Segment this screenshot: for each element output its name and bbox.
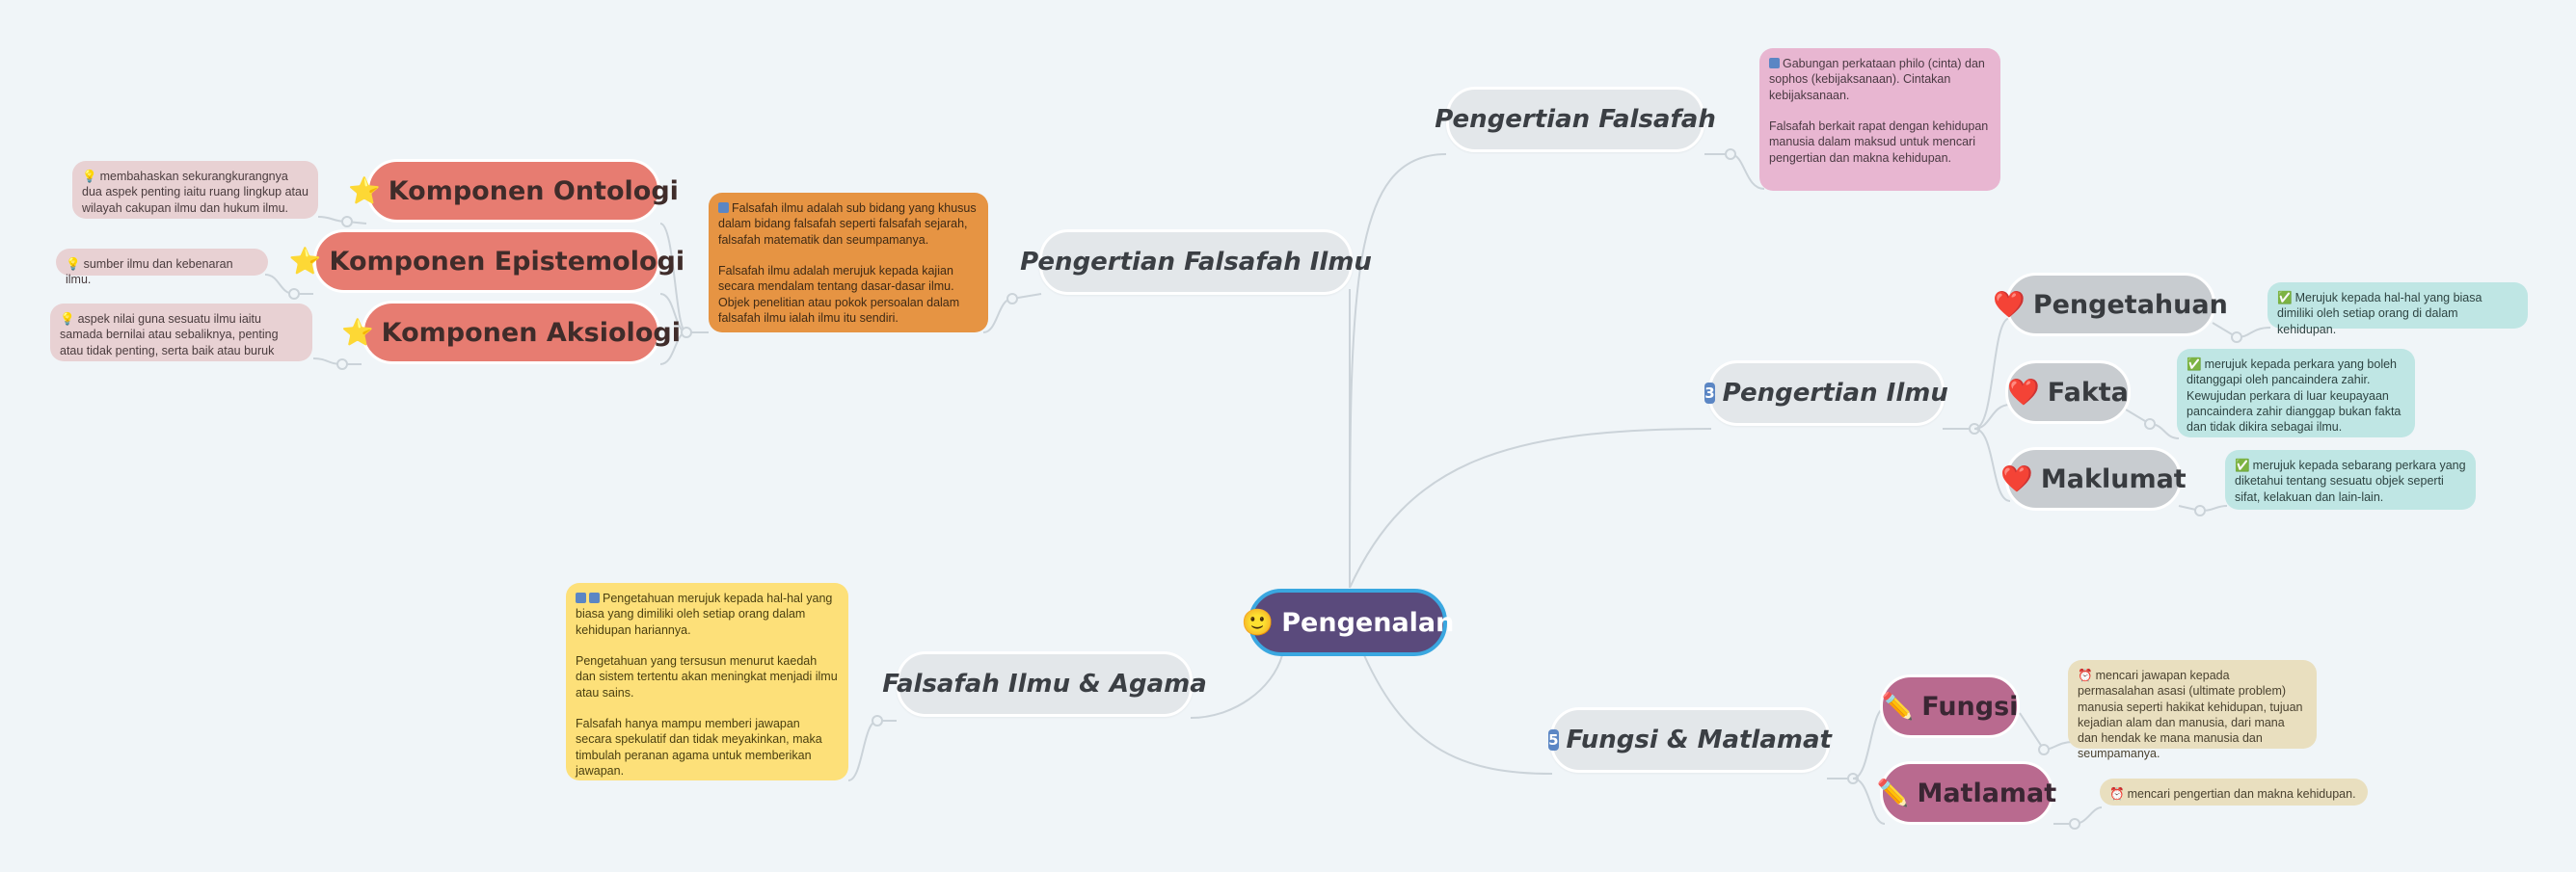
note-text: aspek nilai guna sesuatu ilmu iaitu sama… xyxy=(60,312,279,357)
note-agama[interactable]: Pengetahuan merujuk kepada hal-hal yang … xyxy=(566,583,848,780)
link-fungsi-item xyxy=(1852,707,1886,780)
ilmu-maklumat[interactable]: ❤️ Maklumat xyxy=(2000,447,2187,511)
branch-label: Falsafah Ilmu & Agama xyxy=(882,670,1207,699)
link-agama-note xyxy=(847,720,897,781)
arrow-right-icon xyxy=(589,593,600,603)
note-text: Gabungan perkataan philo (cinta) dan sop… xyxy=(1769,57,1989,165)
ilmu-pengetahuan[interactable]: ❤️ Pengetahuan xyxy=(1993,273,2228,336)
note-text: Falsafah ilmu adalah sub bidang yang khu… xyxy=(718,201,977,325)
link-agama xyxy=(1190,654,1283,719)
note-text: sumber ilmu dan kebenaran ilmu. xyxy=(66,257,233,287)
komponen-label: Komponen Epistemologi xyxy=(329,246,685,277)
branch-falsafah-ilmu-agama[interactable]: Falsafah Ilmu & Agama xyxy=(882,651,1207,717)
komponen-label: Komponen Ontologi xyxy=(388,175,679,206)
note-falsafah[interactable]: Gabungan perkataan philo (cinta) dan sop… xyxy=(1759,48,2000,191)
note-falsafah-ilmu[interactable]: Falsafah ilmu adalah sub bidang yang khu… xyxy=(709,193,988,332)
item-label: Fakta xyxy=(2047,377,2129,408)
note-text: mencari jawapan kepada permasalahan asas… xyxy=(2078,669,2303,761)
star-icon: ⭐ xyxy=(288,247,322,277)
info-icon xyxy=(1769,58,1780,68)
heart-icon: ❤️ xyxy=(2000,464,2033,494)
info-icon xyxy=(718,202,729,213)
link-ilmu xyxy=(1349,428,1712,589)
link-falsafah-note xyxy=(1704,153,1765,190)
branch-pengertian-falsafah[interactable]: Pengertian Falsafah xyxy=(1435,87,1716,152)
branch-pengertian-ilmu[interactable]: 3 Pengertian Ilmu xyxy=(1704,360,1948,426)
note-text: merujuk kepada perkara yang boleh ditang… xyxy=(2187,357,2402,434)
dot-falsafah xyxy=(1725,148,1736,160)
komponen-epistemologi[interactable]: ⭐ Komponen Epistemologi xyxy=(289,229,684,293)
heart-icon: ❤️ xyxy=(2007,378,2040,408)
check-icon: ✅ xyxy=(2277,291,2293,304)
dot-agama xyxy=(872,715,883,727)
link-falsafah xyxy=(1349,153,1447,589)
number-5-icon: 5 xyxy=(1548,729,1559,751)
komponen-label: Komponen Aksiologi xyxy=(381,317,681,348)
central-topic[interactable]: 🙂 Pengenalan xyxy=(1242,589,1454,656)
fm-matlamat[interactable]: ✏️ Matlamat xyxy=(1876,761,2057,825)
note-matlamat[interactable]: ⏰mencari pengertian dan makna kehidupan. xyxy=(2100,779,2368,806)
branch-label: Fungsi & Matlamat xyxy=(1566,726,1832,754)
info-icon xyxy=(576,593,586,603)
branch-label: Pengertian Ilmu xyxy=(1722,379,1948,408)
note-text: merujuk kepada sebarang perkara yang dik… xyxy=(2235,459,2466,504)
pencil-icon: ✏️ xyxy=(1876,779,1910,808)
branch-pengertian-falsafah-ilmu[interactable]: Pengertian Falsafah Ilmu xyxy=(1020,229,1372,295)
note-ontologi[interactable]: 💡membahaskan sekurangkurangnya dua aspek… xyxy=(72,161,318,219)
note-pengetahuan[interactable]: ✅Merujuk kepada hal-hal yang biasa dimil… xyxy=(2267,282,2528,336)
note-text: Pengetahuan merujuk kepada hal-hal yang … xyxy=(576,592,838,778)
note-text: membahaskan sekurangkurangnya dua aspek … xyxy=(82,170,309,215)
link-ontologi xyxy=(659,223,687,333)
bulb-icon: 💡 xyxy=(82,170,97,183)
item-label: Maklumat xyxy=(2040,463,2187,494)
check-icon: ✅ xyxy=(2187,357,2202,371)
note-text: mencari pengertian dan makna kehidupan. xyxy=(2127,787,2356,801)
central-label: Pengenalan xyxy=(1281,607,1455,638)
note-epistemologi[interactable]: 💡sumber ilmu dan kebenaran ilmu. xyxy=(56,249,268,286)
heart-icon: ❤️ xyxy=(1993,290,2026,320)
link-fungsi-note xyxy=(2019,712,2074,752)
fm-fungsi[interactable]: ✏️ Fungsi xyxy=(1880,674,2020,738)
link-pengetahuan xyxy=(1973,317,2011,430)
link-fakta xyxy=(1973,404,2011,430)
komponen-aksiologi[interactable]: ⭐ Komponen Aksiologi xyxy=(341,301,681,364)
dot-aks xyxy=(336,358,348,370)
dot-ont xyxy=(341,216,353,227)
smiley-icon: 🙂 xyxy=(1241,608,1275,638)
dot-fungsi xyxy=(2038,744,2050,755)
alarm-clock-icon: ⏰ xyxy=(2109,787,2125,801)
pencil-icon: ✏️ xyxy=(1881,692,1915,722)
note-fakta[interactable]: ✅merujuk kepada perkara yang boleh ditan… xyxy=(2177,349,2415,437)
item-label: Fungsi xyxy=(1921,691,2019,722)
bulb-icon: 💡 xyxy=(60,312,75,326)
star-icon: ⭐ xyxy=(348,176,381,206)
bulb-icon: 💡 xyxy=(66,257,81,271)
alarm-clock-icon: ⏰ xyxy=(2078,669,2093,682)
note-maklumat[interactable]: ✅merujuk kepada sebarang perkara yang di… xyxy=(2225,450,2476,510)
link-fungsi xyxy=(1363,654,1553,775)
dot-komp xyxy=(681,327,692,338)
item-label: Matlamat xyxy=(1917,778,2057,808)
dot-matlamat xyxy=(2069,818,2080,830)
dot-epi xyxy=(288,288,300,300)
komponen-ontologi[interactable]: ⭐ Komponen Ontologi xyxy=(348,159,679,223)
note-text: Merujuk kepada hal-hal yang biasa dimili… xyxy=(2277,291,2482,336)
number-3-icon: 3 xyxy=(1704,383,1715,404)
note-fungsi[interactable]: ⏰mencari jawapan kepada permasalahan asa… xyxy=(2068,660,2317,760)
note-aksiologi[interactable]: 💡aspek nilai guna sesuatu ilmu iaitu sam… xyxy=(50,304,312,361)
ilmu-fakta[interactable]: ❤️ Fakta xyxy=(2005,360,2131,424)
dot-fi xyxy=(1006,293,1018,304)
star-icon: ⭐ xyxy=(341,318,374,348)
check-icon: ✅ xyxy=(2235,459,2250,472)
dot-mak xyxy=(2194,505,2206,516)
dot-peng xyxy=(2231,331,2242,343)
dot-fakta xyxy=(2144,418,2156,430)
item-label: Pengetahuan xyxy=(2032,289,2228,320)
link-matlamat-item xyxy=(1852,778,1886,825)
branch-label: Pengertian Falsafah Ilmu xyxy=(1020,248,1372,277)
branch-fungsi-matlamat[interactable]: 5 Fungsi & Matlamat xyxy=(1548,707,1832,773)
branch-label: Pengertian Falsafah xyxy=(1435,105,1716,134)
link-maklumat xyxy=(1973,428,2011,502)
